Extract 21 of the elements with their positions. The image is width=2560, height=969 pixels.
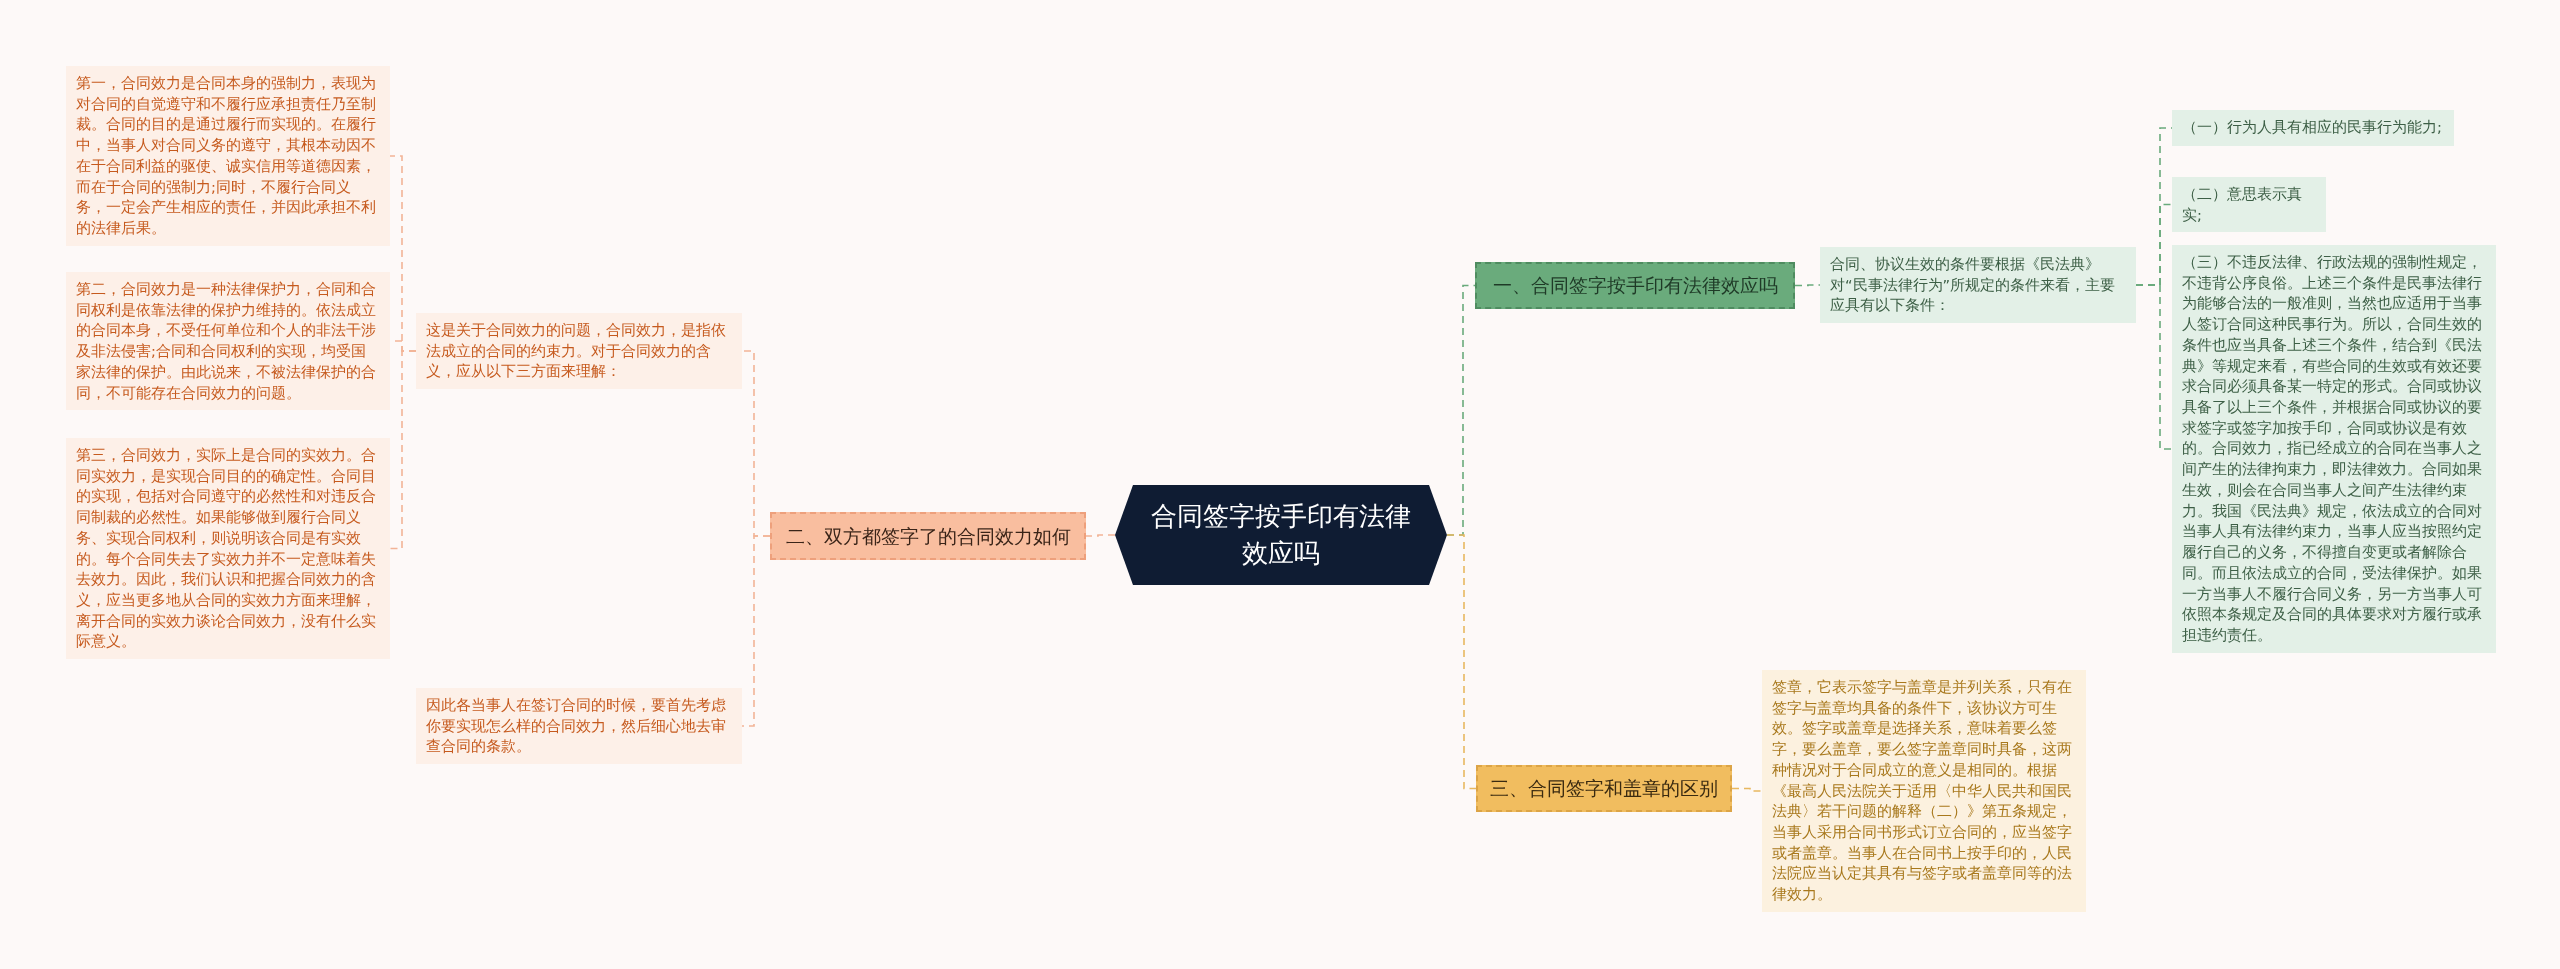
central-topic: 合同签字按手印有法律效应吗	[1115, 485, 1447, 585]
connector	[2135, 284, 2173, 450]
topic-box: 二、双方都签字了的合同效力如何	[770, 512, 1086, 560]
text-box: 合同、协议生效的条件要根据《民法典》对“民事法律行为”所规定的条件来看，主要应具有以下条件：	[1820, 247, 2136, 324]
connector	[1085, 534, 1116, 537]
text-box: （三）不违反法律、行政法规的强制性规定，不违背公序良俗。上述三个条件是民事法律行为能够合法的一般准则，当然也应适用于当事人签订合同这种民事行为。所以，合同生效的条件也应当具备上述三个条件，结合到《民法典》等规定来看，有些合同的生效或有效还要求合同必须具备某一特定的形式。合同或协议具备了以上三个条件，并根据合同或协议的要求签字或签字加按手印，合同或协议是有效的。合同效力，指已经成立的合同在当事人之间产生的法律拘束力，即法律效力。合同如果生效，则会在合同当事人之间产生法律约束力。我国《民法典》规定，依法成立的合同对当事人具有法律约束力，当事人应当按照约定履行自己的义务，不得擅自变更或者解除合同。而且依法成立的合同，受法律保护。如果一方当事人不履行合同义务，另一方当事人可依照本条规定及合同的具体要求对方履行或承担违约责任。	[2172, 245, 2496, 653]
text-box: 第一，合同效力是合同本身的强制力，表现为对合同的自觉遵守和不履行应承担责任乃至制裁。合同的目的是通过履行而实现的。在履行中，当事人对合同义务的遵守，其根本动因不在于合同利益的驱使、诚实信用等道德因素，而在于合同的强制力;同时，不履行合同义务，一定会产生相应的责任，并因此承担不利的法律后果。	[66, 66, 390, 246]
text-box: 第二，合同效力是一种法律保护力，合同和合同权利是依靠法律的保护力维持的。依法成立的合同本身，不受任何单位和个人的非法干涉及非法侵害;合同和合同权利的实现，均受国家法律的保护。由此说来，不被法律保护的合同，不可能存在合同效力的问题。	[66, 272, 390, 411]
connector	[1731, 787, 1763, 792]
connector	[389, 350, 417, 550]
connector	[1446, 534, 1477, 790]
text-box: 签章，它表示签字与盖章是并列关系，只有在签字与盖章均具备的条件下，该协议方可生效。签字或盖章是选择关系，意味着要么签字，要么盖章，要么签字盖章同时具备，这两种情况对于合同成立的意义是相同的。根据《最高人民法院关于适用〈中华人民共和国民法典〉若干问题的解释（二）》第五条规定，当事人采用合同书形式订立合同的，应当签字或者盖章。当事人在合同书上按手印的，人民法院应当认定其具有与签字或者盖章同等的法律效力。	[1762, 670, 2086, 912]
text-box: 第三，合同效力，实际上是合同的实效力。合同实效力，是实现合同目的的确定性。合同目的实现，包括对合同遵守的必然性和对违反合同制裁的必然性。如果能够做到履行合同义务、实现合同权利，则说明该合同是有实效的。每个合同失去了实效力并不一定意味着失去效力。因此，我们认识和把握合同效力的含义，应当更多地从合同的实效力方面来理解，离开合同的实效力谈论合同效力，没有什么实际意义。	[66, 438, 390, 660]
text-box: 这是关于合同效力的问题，合同效力，是指依法成立的合同的约束力。对于合同效力的含义，应从以下三方面来理解：	[416, 313, 742, 390]
topic-box: 三、合同签字和盖章的区别	[1476, 765, 1732, 812]
text-box: 因此各当事人在签订合同的时候，要首先考虑你要实现怎么样的合同效力，然后细心地去审查合同的条款。	[416, 688, 742, 765]
text-box: （一）行为人具有相应的民事行为能力;	[2172, 110, 2454, 146]
connector	[741, 535, 771, 727]
connector	[1794, 284, 1821, 287]
text-box: （二）意思表示真实;	[2172, 177, 2326, 233]
topic-box: 一、合同签字按手印有法律效应吗	[1475, 262, 1795, 309]
